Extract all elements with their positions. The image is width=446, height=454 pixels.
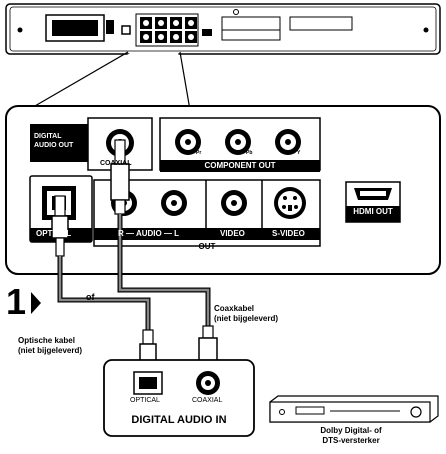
pr-mark: Pr <box>196 150 202 156</box>
step-arrow-icon <box>31 292 41 314</box>
digital-audio-in-panel <box>103 359 255 437</box>
or-label: of <box>86 292 95 302</box>
audio-label: AUDIO <box>135 229 162 238</box>
component-jacks <box>175 129 301 155</box>
amplifier-icon <box>269 395 439 423</box>
pb-mark: Pb <box>246 150 253 156</box>
s-video-label: S-VIDEO <box>272 229 305 238</box>
optical-cable-label: Optische kabel (niet bijgeleverd) <box>18 336 83 355</box>
mini-hdmi-icon <box>202 29 212 36</box>
digital-audio-in-label: DIGITAL AUDIO IN <box>131 414 227 426</box>
audio-label-row: R — AUDIO — L <box>118 229 180 238</box>
mini-optical-icon <box>121 25 131 35</box>
step-number: 1 <box>6 281 27 322</box>
audio-right-mark: R <box>118 229 124 238</box>
audio-left-mark: L <box>174 229 180 238</box>
screw-right-icon <box>423 27 429 33</box>
out-label: OUT <box>198 242 216 251</box>
component-out-label: COMPONENT OUT <box>204 161 276 170</box>
optical-input-icon <box>139 377 157 389</box>
optical-label: OPTICAL <box>36 229 72 238</box>
digital-audio-out-label: DIGITAL AUDIO OUT <box>34 133 74 149</box>
screw-top-icon <box>233 9 239 15</box>
receiver-coaxial-label: COAXIAL <box>192 397 223 404</box>
coaxial-cable <box>110 139 218 381</box>
y-mark: Y <box>297 150 301 156</box>
coax-cable-label: Coaxkabel (niet bijgeleverd) <box>214 304 279 323</box>
coaxial-label: COAXIAL <box>100 160 132 167</box>
digital-audio-out-header <box>30 124 88 162</box>
screw-left-icon <box>17 27 23 33</box>
hdmi-out-label: HDMI OUT <box>353 207 393 216</box>
amplifier-label: Dolby Digital- of DTS-versterker <box>320 426 382 445</box>
player-rear-view <box>5 3 441 55</box>
receiver-optical-label: OPTICAL <box>130 397 160 404</box>
video-label: VIDEO <box>220 229 245 238</box>
